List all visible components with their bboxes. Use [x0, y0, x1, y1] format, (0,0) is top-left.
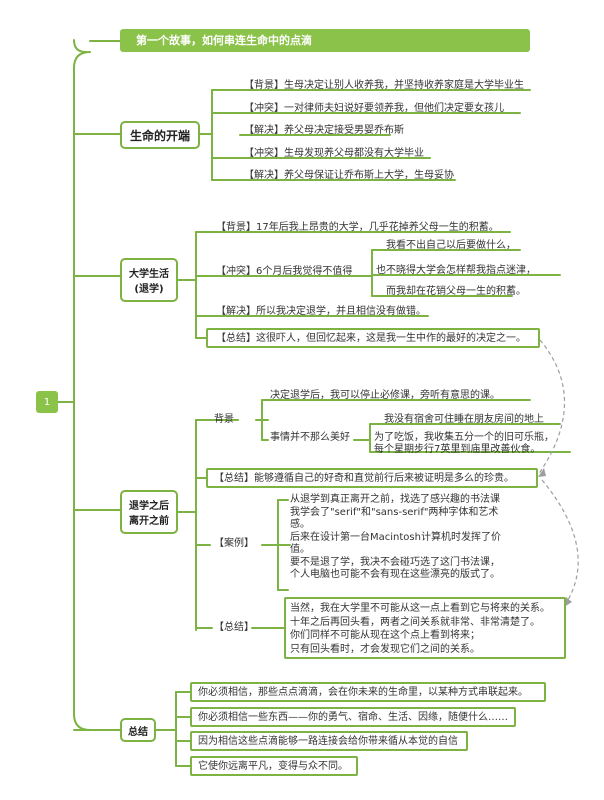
s3-background-detail-2: 为了吃饭，我收集五分一个的旧可乐瓶， 每个星期步行7英里到庙里改善伙食。: [374, 432, 554, 455]
s3-summary2-text: 当然，我在大学里不可能从这一点上看到它与将来的关系。 十年之后再回头看，两者之间…: [290, 603, 550, 655]
section-node-summary[interactable]: 总结: [120, 718, 156, 742]
s2-summary-box[interactable]: 【总结】这很吓人，但回忆起来，这是我一生中作的最好的决定之一。: [206, 328, 540, 348]
s3-case-label: 【案例】: [214, 538, 254, 549]
s4-item-4-box[interactable]: 它使你远离平凡，变得与众不同。: [190, 756, 358, 776]
s4-item-2-box[interactable]: 你必须相信一些东西——你的勇气、宿命、生活、因缘，随便什么……: [190, 707, 516, 727]
s4-item-4: 它使你远离平凡，变得与众不同。: [198, 761, 348, 772]
map-title[interactable]: 第一个故事，如何串连生命中的点滴: [120, 29, 530, 52]
s4-item-3: 因为相信这些点滴能够一路连接会给你带来循从本觉的自信: [198, 736, 458, 747]
s2-conflict: 【冲突】6个月后我觉得不值得: [216, 266, 353, 277]
s1-item-2: 【冲突】一对律师夫妇说好要领养我，但他们决定要女孩儿: [244, 103, 504, 114]
s4-item-3-box[interactable]: 因为相信这些点滴能够一路连接会给你带来循从本觉的自信: [190, 731, 468, 751]
s1-item-4: 【冲突】生母发现养父母都没有大学毕业: [244, 148, 424, 159]
section-node-life-start[interactable]: 生命的开端: [120, 121, 200, 149]
s3-background-label: 背景: [214, 414, 234, 425]
s3-summary2-box[interactable]: 当然，我在大学里不可能从这一点上看到它与将来的关系。 十年之后再回头看，两者之间…: [284, 597, 566, 659]
s2-conflict-detail-1: 我看不出自己以后要做什么，: [386, 240, 516, 251]
s2-resolve: 【解决】所以我决定退学，并且相信没有做错。: [216, 306, 426, 317]
s2-conflict-detail-3: 而我却在花销父母一生的积蓄。: [386, 286, 526, 297]
s2-background: 【背景】17年后我上昂贵的大学，几乎花掉养父母一生的积蓄。: [216, 222, 499, 233]
s3-background-item-2: 事情并不那么美好: [270, 432, 350, 443]
s4-item-1: 你必须相信，那些点点滴滴，会在你未来的生命里，以某种方式串联起来。: [198, 687, 528, 698]
s3-background-detail-1: 我没有宿舍可住睡在朋友房间的地上: [384, 414, 544, 425]
s1-item-5: 【解决】养父母保证让乔布斯上大学，生母妥协: [244, 170, 454, 181]
section-node-after-dropout[interactable]: 退学之后 离开之前: [120, 490, 178, 534]
s3-summary1-box[interactable]: 【总结】能够遵循自己的好奇和直觉前行后来被证明是多么的珍贵。: [206, 468, 538, 488]
root-node[interactable]: 1: [36, 391, 58, 413]
s4-item-2: 你必须相信一些东西——你的勇气、宿命、生活、因缘，随便什么……: [198, 712, 508, 723]
s1-item-3: 【解决】养父母决定接受男婴乔布斯: [244, 125, 404, 136]
section-node-college[interactable]: 大学生活 (退学): [120, 258, 178, 302]
s3-case-text: 从退学到真正离开之前，找选了感兴趣的书法课 我学会了"serif"和"sans-…: [290, 494, 501, 580]
s1-item-1: 【背景】生母决定让别人收养我，并坚持收养家庭是大学毕业生: [244, 80, 524, 91]
s2-conflict-detail-2: 也不晓得大学会怎样帮我指点迷津，: [376, 265, 536, 276]
s4-item-1-box[interactable]: 你必须相信，那些点点滴滴，会在你未来的生命里，以某种方式串联起来。: [190, 682, 546, 702]
s3-summary2-label: 【总结】: [214, 622, 254, 633]
s3-summary1: 【总结】能够遵循自己的好奇和直觉前行后来被证明是多么的珍贵。: [214, 473, 514, 484]
s2-summary: 【总结】这很吓人，但回忆起来，这是我一生中作的最好的决定之一。: [216, 333, 526, 344]
s3-background-item-1: 决定退学后，我可以停止必修课，旁听有意思的课。: [270, 390, 500, 401]
